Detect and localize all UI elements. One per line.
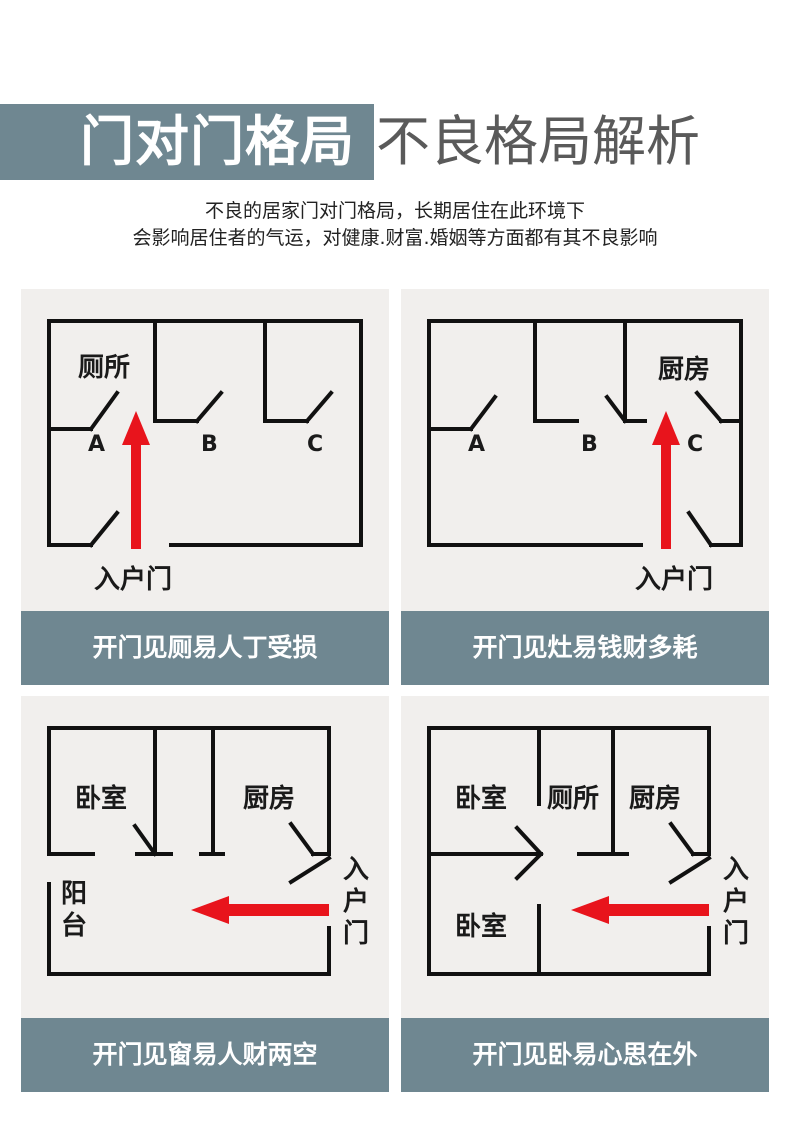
room-label-bedroom-2: 卧室 <box>455 912 508 942</box>
panel-toilet: 厕所 A B C 入户门 开门见厕易人丁受损 <box>21 289 389 685</box>
caption-bedroom: 开门见卧易心思在外 <box>401 1018 769 1092</box>
panel-kitchen: 厨房 A B C 入户门 开门见灶易钱财多耗 <box>401 289 769 685</box>
room-label-balcony: 阳台 <box>60 879 87 941</box>
caption-window: 开门见窗易人财两空 <box>21 1018 389 1092</box>
door-label-b: B <box>201 432 218 457</box>
entry-door-label: 入户门 <box>94 565 173 595</box>
room-label-bedroom-1: 卧室 <box>455 784 508 814</box>
room-label-bedroom: 卧室 <box>75 784 128 814</box>
entry-door-label: 入户门 <box>342 855 369 949</box>
page-subtitle-heading: 不良格局解析 <box>376 110 700 173</box>
room-label-kitchen: 厨房 <box>243 784 296 814</box>
floorplan-bedroom <box>427 726 712 976</box>
caption-toilet: 开门见厕易人丁受损 <box>21 611 389 685</box>
intro-line-2: 会影响居住者的气运，对健康.财富.婚姻等方面都有其不良影响 <box>132 227 658 249</box>
door-label-c: C <box>687 432 704 457</box>
door-label-a: A <box>468 432 486 457</box>
entry-door-label: 入户门 <box>722 855 749 949</box>
room-label-kitchen: 厨房 <box>658 355 711 385</box>
floorplan-toilet <box>47 319 363 549</box>
room-label-kitchen: 厨房 <box>629 784 682 814</box>
door-label-a: A <box>88 432 106 457</box>
intro-line-1: 不良的居家门对门格局，长期居住在此环境下 <box>204 200 585 222</box>
floorplan-window <box>47 726 332 976</box>
door-label-c: C <box>307 432 324 457</box>
title-band <box>0 104 374 180</box>
panel-bedroom: 卧室 厕所 厨房 卧室 入户门 开门见卧易心思在外 <box>401 696 769 1092</box>
entry-door-label: 入户门 <box>635 565 714 595</box>
panel-window: 卧室 厨房 阳台 入户门 开门见窗易人财两空 <box>21 696 389 1092</box>
room-label-toilet: 厕所 <box>78 353 131 383</box>
caption-kitchen: 开门见灶易钱财多耗 <box>401 611 769 685</box>
room-label-toilet: 厕所 <box>547 784 600 814</box>
page-title: 门对门格局 <box>80 110 355 173</box>
door-label-b: B <box>581 432 598 457</box>
floorplan-kitchen <box>427 319 743 549</box>
